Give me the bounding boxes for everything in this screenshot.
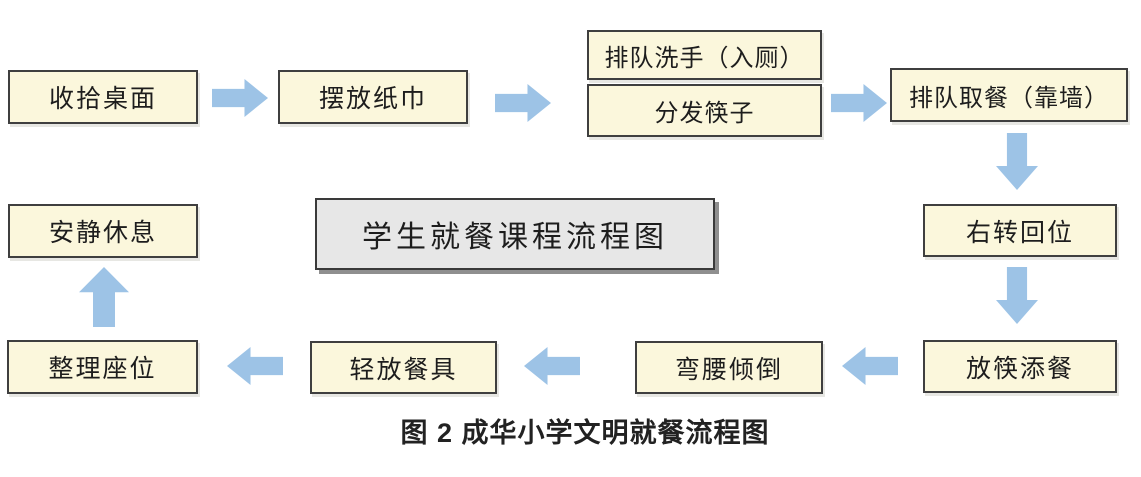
arrow-right-icon [831,84,887,122]
arrow-right-icon [495,84,551,122]
diagram-title-box: 学生就餐课程流程图 [315,198,715,270]
figure-caption: 图 2 成华小学文明就餐流程图 [400,418,770,448]
node-clean-table: 收拾桌面 [8,70,198,124]
node-line-up-get-food: 排队取餐（靠墙） [890,68,1128,122]
arrow-left-icon [524,347,580,385]
node-bend-pour: 弯腰倾倒 [635,341,823,394]
arrow-down-icon [996,267,1038,324]
node-tidy-seat: 整理座位 [7,340,198,394]
arrow-up-icon [79,267,129,327]
arrow-right-icon [212,79,268,117]
arrow-left-icon [227,347,283,385]
node-turn-right-return: 右转回位 [923,204,1117,257]
node-put-down-tableware: 轻放餐具 [310,341,497,394]
node-put-chopsticks-add-food: 放筷添餐 [923,340,1117,393]
node-quiet-rest: 安静休息 [8,204,198,258]
node-place-napkins: 摆放纸巾 [278,70,468,124]
node-distribute-chopsticks: 分发筷子 [587,84,822,137]
arrow-left-icon [842,347,898,385]
arrow-down-icon [996,133,1038,190]
node-line-up-wash-hands: 排队洗手（入厕） [587,30,822,80]
